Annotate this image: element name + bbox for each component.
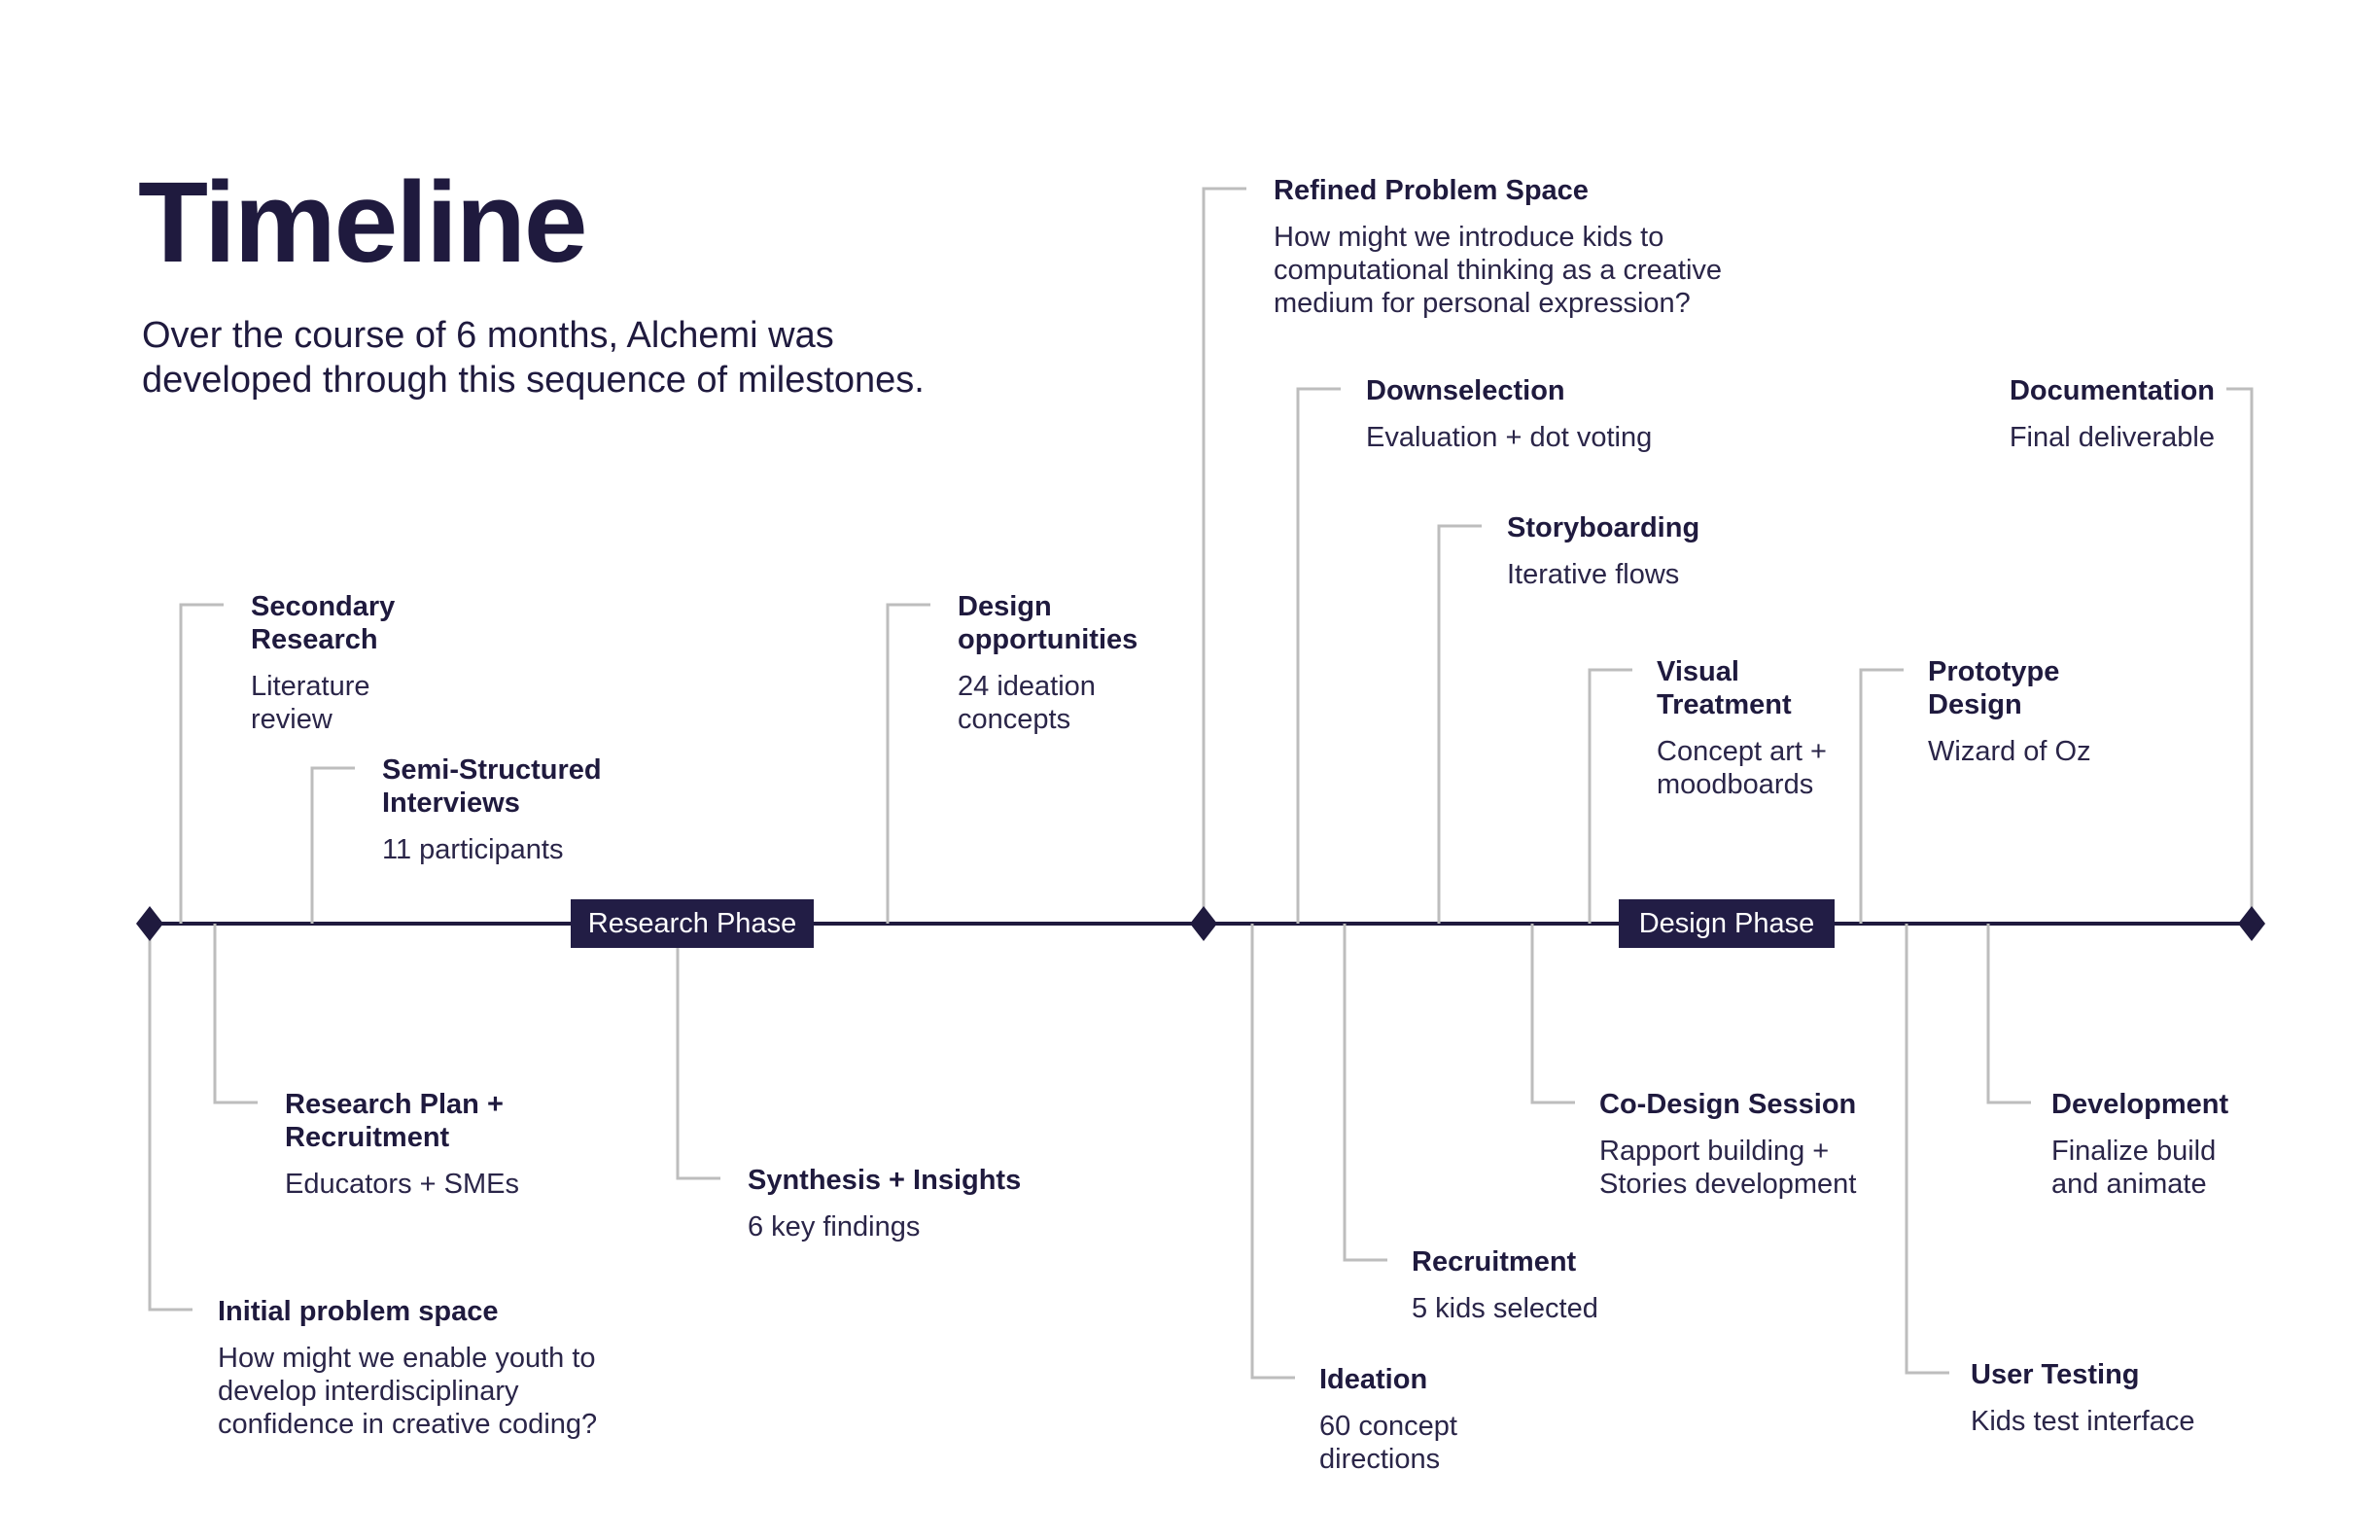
milestone-visual-treatment: Visual Treatment Concept art + moodboard… xyxy=(1657,655,1827,801)
page-title: Timeline xyxy=(138,158,588,287)
milestone-synthesis: Synthesis + Insights 6 key findings xyxy=(748,1164,1021,1243)
milestone-description: 5 kids selected xyxy=(1412,1293,1598,1324)
milestone-refined-problem: Refined Problem Space How might we intro… xyxy=(1274,174,1722,320)
milestone-title: Co-Design Session xyxy=(1599,1089,1857,1120)
milestone-description: Literature review xyxy=(251,671,370,735)
milestone-description: Kids test interface xyxy=(1971,1406,2195,1437)
milestone-design-opportunities: Design opportunities 24 ideation concept… xyxy=(958,590,1138,736)
diamond-marker-end xyxy=(2238,906,2265,941)
phase-label-research: Research Phase xyxy=(571,899,814,948)
milestone-storyboarding: Storyboarding Iterative flows xyxy=(1507,511,1699,591)
connector-codesign xyxy=(1530,924,1575,1104)
milestone-description: 11 participants xyxy=(382,834,564,865)
milestone-description: 6 key findings xyxy=(748,1211,921,1242)
connector-semi-structured xyxy=(310,766,355,924)
milestone-description: Concept art + moodboards xyxy=(1657,736,1827,800)
milestone-title: Semi-Structured Interviews xyxy=(382,754,602,819)
milestone-title: Downselection xyxy=(1366,375,1565,406)
milestone-title: User Testing xyxy=(1971,1359,2140,1390)
milestone-development: Development Finalize build and animate xyxy=(2051,1088,2228,1201)
connector-refined-problem xyxy=(1202,187,1246,924)
milestone-research-plan: Research Plan + Recruitment Educators + … xyxy=(285,1088,519,1201)
phase-label-design: Design Phase xyxy=(1619,899,1835,948)
milestone-user-testing: User Testing Kids test interface xyxy=(1971,1358,2195,1438)
connector-ideation xyxy=(1250,924,1295,1380)
connector-storyboarding xyxy=(1437,524,1482,924)
milestone-description: Final deliverable xyxy=(2009,422,2215,453)
connector-downselection xyxy=(1296,387,1341,924)
connector-secondary-research xyxy=(179,603,224,924)
milestone-description: Iterative flows xyxy=(1507,559,1680,590)
connector-initial-problem xyxy=(148,924,192,1312)
connector-design-opps xyxy=(886,603,930,924)
milestone-documentation: Documentation Final deliverable xyxy=(2010,374,2215,454)
connector-prototype xyxy=(1859,668,1904,924)
connector-development xyxy=(1986,924,2031,1104)
milestone-title: Ideation xyxy=(1319,1364,1428,1395)
milestone-downselection: Downselection Evaluation + dot voting xyxy=(1366,374,1652,454)
milestone-title: Visual Treatment xyxy=(1657,656,1792,720)
milestone-description: 24 ideation concepts xyxy=(958,671,1096,735)
milestone-description: Finalize build and animate xyxy=(2051,1136,2217,1200)
connector-research-plan xyxy=(213,924,258,1104)
milestone-semi-structured: Semi-Structured Interviews 11 participan… xyxy=(382,753,602,866)
milestone-description: How might we introduce kids to computati… xyxy=(1274,222,1723,319)
milestone-ideation: Ideation 60 concept directions xyxy=(1319,1363,1457,1476)
diamond-marker-start xyxy=(136,906,163,941)
milestone-title: Research Plan + Recruitment xyxy=(285,1089,504,1153)
connector-recruitment xyxy=(1343,924,1387,1262)
milestone-title: Refined Problem Space xyxy=(1274,175,1589,206)
milestone-title: Design opportunities xyxy=(958,591,1138,655)
connector-user-testing xyxy=(1905,924,1949,1375)
milestone-initial-problem: Initial problem space How might we enabl… xyxy=(218,1295,597,1441)
milestone-description: How might we enable youth to develop int… xyxy=(218,1343,598,1440)
milestone-title: Prototype Design xyxy=(1928,656,2060,720)
diamond-marker-mid xyxy=(1190,906,1217,941)
milestone-codesign: Co-Design Session Rapport building + Sto… xyxy=(1599,1088,1856,1201)
milestone-recruitment: Recruitment 5 kids selected xyxy=(1412,1245,1598,1325)
milestone-title: Secondary Research xyxy=(251,591,396,655)
milestone-title: Initial problem space xyxy=(218,1296,499,1327)
milestone-description: Wizard of Oz xyxy=(1928,736,2091,767)
milestone-description: Evaluation + dot voting xyxy=(1366,422,1653,453)
milestone-description: 60 concept directions xyxy=(1319,1411,1457,1475)
milestone-title: Recruitment xyxy=(1412,1246,1577,1278)
milestone-title: Synthesis + Insights xyxy=(748,1165,1022,1196)
milestone-prototype: Prototype Design Wizard of Oz xyxy=(1928,655,2091,768)
page-subtitle: Over the course of 6 months, Alchemi was… xyxy=(142,315,925,401)
milestone-description: Educators + SMEs xyxy=(285,1169,519,1200)
milestone-secondary-research: Secondary Research Literature review xyxy=(251,590,395,736)
connector-synthesis xyxy=(676,924,720,1180)
connector-visual-treatment xyxy=(1588,668,1632,924)
milestone-title: Development xyxy=(2051,1089,2229,1120)
milestone-title: Storyboarding xyxy=(1507,512,1700,543)
milestone-description: Rapport building + Stories development xyxy=(1599,1136,1857,1200)
connector-documentation xyxy=(2226,387,2254,924)
milestone-title: Documentation xyxy=(2009,375,2215,406)
